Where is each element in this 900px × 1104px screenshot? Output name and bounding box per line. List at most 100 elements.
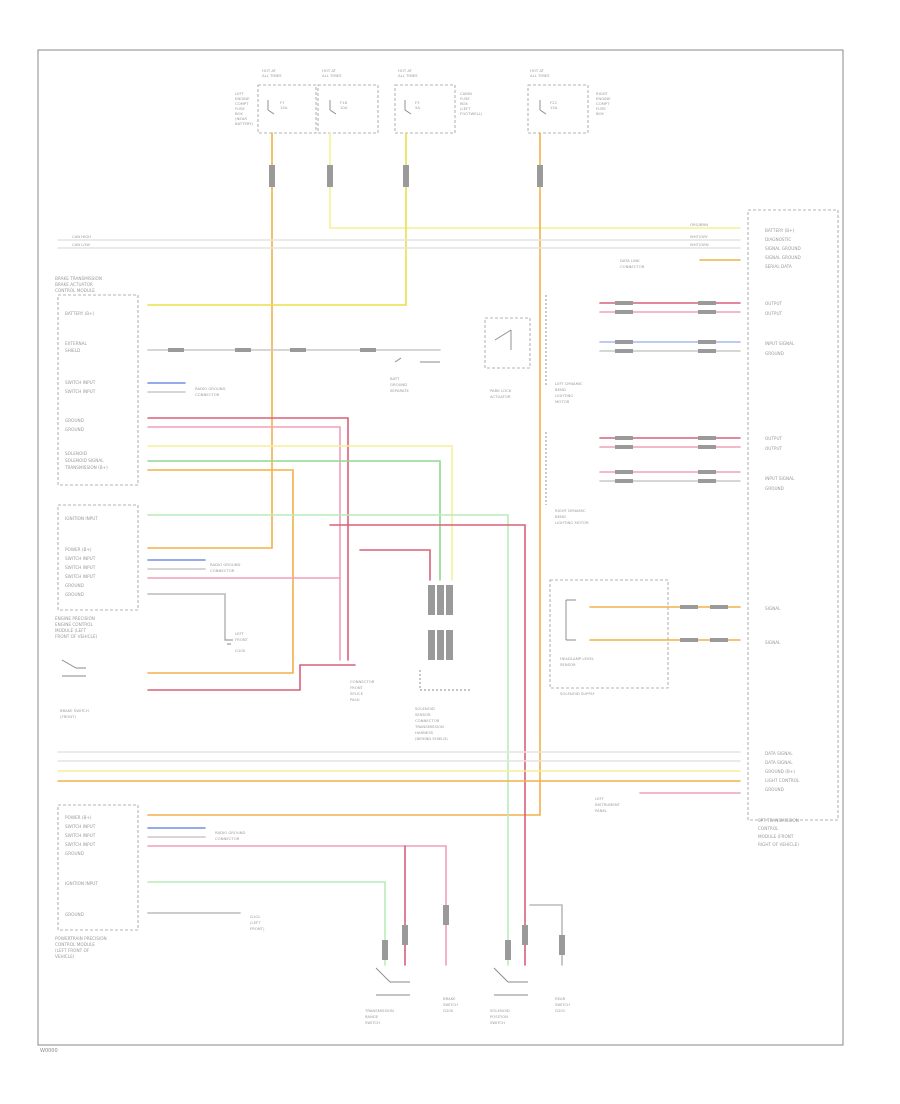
svg-text:BEND: BEND (555, 387, 566, 392)
svg-text:HOT AT: HOT AT (398, 68, 413, 73)
bottom-connectors (382, 925, 528, 960)
svg-text:CAN HIGH: CAN HIGH (72, 234, 91, 239)
svg-text:FUSE: FUSE (235, 106, 245, 111)
wire-f18-yellow (329, 132, 741, 229)
svg-text:SWITCH INPUT: SWITCH INPUT (65, 380, 96, 385)
svg-text:F7: F7 (280, 100, 285, 105)
svg-text:IGNITION INPUT: IGNITION INPUT (65, 516, 98, 521)
wire-center-red (359, 549, 431, 581)
svg-text:BOX: BOX (235, 111, 243, 116)
diagram-code: W0000 (40, 1048, 58, 1054)
wire-sw2-black (529, 904, 563, 966)
svg-text:SWITCH INPUT: SWITCH INPUT (65, 565, 96, 570)
svg-text:RIGHT: RIGHT (596, 91, 609, 96)
svg-text:SENSOR: SENSOR (560, 662, 576, 667)
svg-text:ALL TIMES: ALL TIMES (530, 73, 550, 78)
svg-text:CONTROL MODULE: CONTROL MODULE (55, 942, 95, 947)
svg-text:G201: G201 (555, 1008, 566, 1013)
wire-mod1-ltyellow (147, 445, 453, 581)
svg-text:PACK: PACK (350, 697, 360, 702)
svg-text:CONTROL MODULE: CONTROL MODULE (55, 288, 95, 293)
svg-text:COMPT: COMPT (596, 101, 610, 106)
left-module-3-box (57, 804, 139, 931)
svg-text:15A: 15A (550, 105, 558, 110)
wire-connectors-top (269, 165, 543, 187)
svg-text:INPUT SIGNAL: INPUT SIGNAL (765, 476, 795, 481)
svg-text:SOLENOID: SOLENOID (415, 706, 435, 711)
svg-text:WHT/GRN: WHT/GRN (690, 242, 709, 247)
svg-text:HEADLAMP LEVEL: HEADLAMP LEVEL (560, 656, 595, 661)
svg-text:F22: F22 (550, 100, 558, 105)
svg-text:SENSOR: SENSOR (415, 712, 431, 717)
wire-mod1-red-2 (147, 426, 341, 661)
svg-text:ALL TIMES: ALL TIMES (322, 73, 342, 78)
svg-text:ENGINE CONTROL: ENGINE CONTROL (55, 622, 93, 627)
svg-text:SOLENOID SIGNAL: SOLENOID SIGNAL (65, 458, 104, 463)
wire-mod3-pink (147, 845, 447, 966)
svg-text:CONTROL: CONTROL (758, 826, 779, 831)
diagram-frame (37, 49, 844, 1046)
svg-text:LIGHTING: LIGHTING (555, 393, 573, 398)
svg-text:CONNECTOR: CONNECTOR (620, 264, 645, 269)
headlamp-sensor-box (549, 579, 669, 689)
wire-mod1-green (147, 460, 441, 581)
svg-text:POSITION: POSITION (490, 1014, 508, 1019)
svg-text:GROUND: GROUND (390, 382, 407, 387)
svg-text:OUTPUT: OUTPUT (765, 311, 783, 316)
svg-text:TRANSMISSION: TRANSMISSION (414, 724, 444, 729)
svg-text:DIAGNOSTIC: DIAGNOSTIC (765, 237, 791, 242)
svg-text:LIGHTING MOTOR: LIGHTING MOTOR (555, 520, 589, 525)
svg-text:MODULE (LEFT: MODULE (LEFT (55, 628, 86, 633)
park-switch-box (484, 317, 531, 369)
svg-text:RADIO GROUND: RADIO GROUND (210, 562, 241, 567)
svg-text:SERIAL DATA: SERIAL DATA (765, 264, 792, 269)
svg-text:GROUND: GROUND (765, 787, 784, 792)
svg-text:FOOTWELL): FOOTWELL) (460, 111, 483, 116)
svg-text:BATT: BATT (390, 376, 400, 381)
svg-text:GROUND: GROUND (765, 351, 784, 356)
svg-text:(BEHIND SHIELD): (BEHIND SHIELD) (415, 736, 448, 741)
svg-text:GROUND: GROUND (765, 486, 784, 491)
svg-text:RIGHT OF VEHICLE): RIGHT OF VEHICLE) (758, 842, 799, 847)
svg-text:(LEFT FRONT OF: (LEFT FRONT OF (55, 948, 90, 953)
svg-text:POWER (B+): POWER (B+) (65, 815, 92, 820)
svg-text:ALL TIMES: ALL TIMES (262, 73, 282, 78)
left-module-1-labels: BRAKE TRANSMISSION BRAKE ACTUATOR CONTRO… (55, 276, 108, 470)
svg-text:MOTOR: MOTOR (555, 399, 570, 404)
svg-text:G101: G101 (250, 914, 261, 919)
svg-text:FRONT: FRONT (235, 637, 249, 642)
left-module-3-labels: POWER (B+) SWITCH INPUT SWITCH INPUT SWI… (55, 815, 107, 959)
svg-text:CABIN: CABIN (460, 91, 472, 96)
svg-text:CAN LOW: CAN LOW (72, 242, 90, 247)
wire-mod1-red-1 (147, 417, 349, 661)
svg-text:TRANSMISSION: TRANSMISSION (364, 1008, 394, 1013)
svg-text:GROUND: GROUND (65, 427, 84, 432)
svg-text:FRONT: FRONT (350, 685, 364, 690)
wire-f3-yellow (147, 132, 407, 306)
svg-text:FUSE: FUSE (596, 106, 606, 111)
svg-text:ENGINE PRECISION: ENGINE PRECISION (55, 616, 95, 621)
svg-text:TRANSMISSION (B+): TRANSMISSION (B+) (64, 465, 108, 470)
svg-text:BOX: BOX (460, 101, 468, 106)
svg-text:CONNECTOR: CONNECTOR (350, 679, 375, 684)
svg-text:ORG/BRN: ORG/BRN (690, 222, 708, 227)
svg-text:(LEFT: (LEFT (460, 106, 471, 111)
svg-text:SWITCH INPUT: SWITCH INPUT (65, 824, 96, 829)
svg-text:SOLENOID: SOLENOID (65, 451, 87, 456)
svg-text:ACTUATOR: ACTUATOR (490, 394, 511, 399)
svg-text:COMPT: COMPT (235, 101, 249, 106)
svg-text:GROUND (B+): GROUND (B+) (765, 769, 795, 774)
svg-text:(LEFT: (LEFT (250, 920, 261, 925)
svg-text:(FRONT): (FRONT) (60, 714, 76, 719)
svg-text:SWITCH: SWITCH (365, 1020, 380, 1025)
brake-switch: BRAKE SWITCH(FRONT) (60, 659, 89, 719)
svg-text:SWITCH INPUT: SWITCH INPUT (65, 574, 96, 579)
svg-text:SHIELD: SHIELD (65, 348, 80, 353)
svg-text:RIGHT DYNAMIC: RIGHT DYNAMIC (555, 508, 586, 513)
